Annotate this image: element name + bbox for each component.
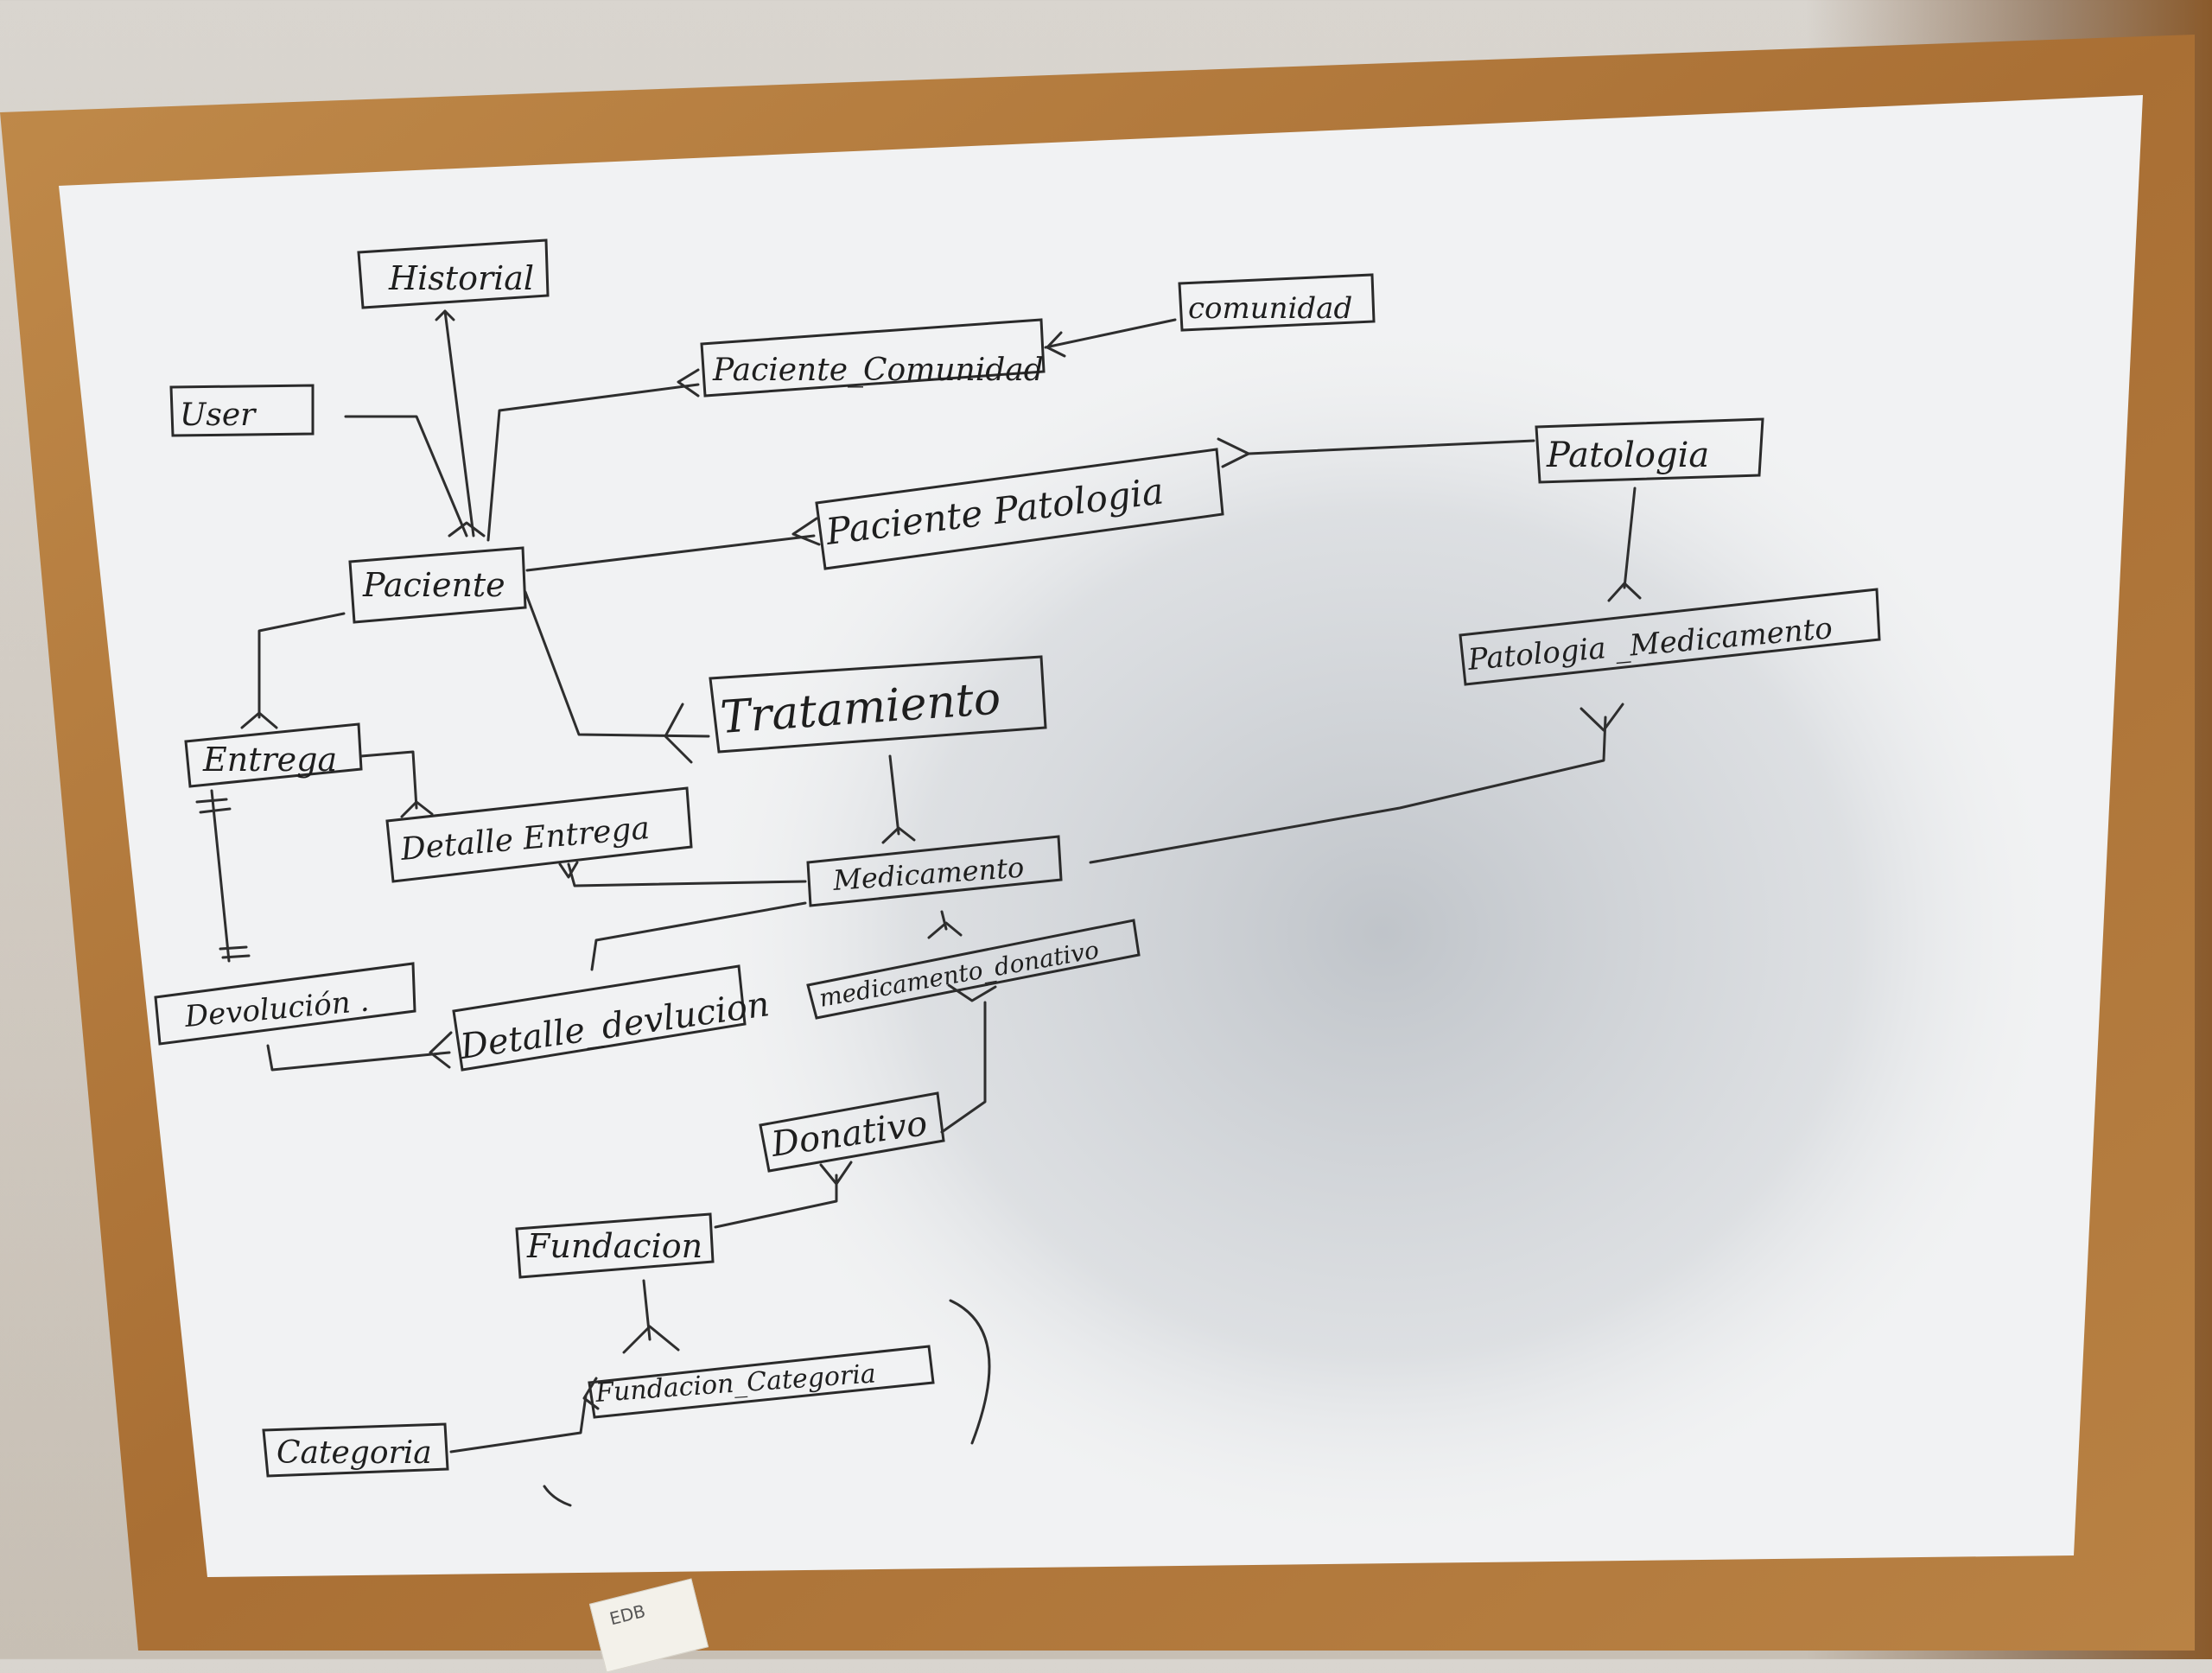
entity-historial: Historial — [357, 239, 550, 309]
entity-label: Paciente — [362, 566, 505, 604]
entity-label: Paciente_Comunidad — [712, 353, 1044, 388]
entity-categoria: Categoria — [262, 1422, 449, 1478]
entity-label: Entrega — [202, 741, 337, 779]
entity-label: Patologia — [1546, 436, 1709, 475]
entity-user: User — [169, 384, 315, 437]
entity-entrega: Entrega — [184, 722, 363, 788]
entity-label: Categoria — [276, 1435, 432, 1471]
entity-label: Fundacion — [526, 1227, 702, 1265]
entity-comunidad: comunidad — [1178, 273, 1376, 332]
entity-patologia: Patologia — [1535, 417, 1764, 484]
shadow-smudge — [709, 328, 2056, 1538]
entity-label: Historial — [388, 259, 534, 297]
whiteboard: Historial comunidad Paciente_Comunidad U… — [0, 26, 2195, 1651]
entity-label: comunidad — [1188, 291, 1352, 326]
sticky-note-text: EDB — [607, 1600, 648, 1630]
entity-label: User — [180, 398, 257, 433]
entity-paciente: Paciente — [348, 546, 527, 624]
entity-fundacion: Fundacion — [515, 1212, 715, 1279]
relationship-lines — [195, 309, 1642, 1507]
entity-paciente-comunidad: Paciente_Comunidad — [700, 318, 1046, 398]
